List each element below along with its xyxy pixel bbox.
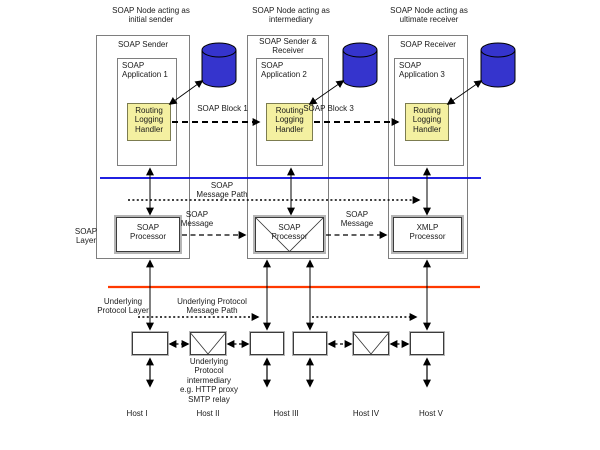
processor-host-arrows	[146, 259, 431, 331]
node3-processor-label: XMLP Processor	[409, 223, 446, 242]
host2-label: Host II	[196, 409, 220, 418]
node1-application-box	[117, 58, 177, 166]
node2-processor-label: SOAP Processor	[271, 223, 308, 242]
underlying-message-path-label: Underlying Protocol Message Path	[177, 297, 247, 316]
database-cylinder-2	[342, 42, 378, 88]
underlying-protocol-layer-label: Underlying Protocol Layer	[97, 297, 149, 316]
node3-container	[388, 35, 468, 259]
node1-processor-label: SOAP Processor	[129, 223, 166, 242]
soap-message-path-label: SOAP Message Path	[196, 181, 248, 200]
host5-label: Host V	[418, 409, 443, 418]
node1-processor-box	[116, 217, 180, 252]
host3-protocol-box-a	[250, 332, 284, 355]
node1-handler-label: Routing Logging Handler	[134, 106, 164, 134]
node1-handler-box	[127, 103, 171, 141]
node3-processor-box	[393, 217, 462, 252]
host4-label: Host IV	[352, 409, 380, 418]
soap-layer-label: SOAP Layer	[74, 227, 98, 246]
node3-application-box	[394, 58, 464, 166]
node-header-intermediary: SOAP Node acting as intermediary	[252, 6, 330, 25]
node-header-ultimate-receiver: SOAP Node acting as ultimate receiver	[390, 6, 468, 25]
node3-handler-box	[405, 103, 449, 141]
soap-message-label-2: SOAP Message	[340, 210, 374, 229]
node3-handler-label: Routing Logging Handler	[412, 106, 442, 134]
host3-label: Host III	[273, 409, 299, 418]
intermediary-note: Underlying Protocol intermediary e.g. HT…	[179, 357, 239, 404]
host4-intermediary-envelope-box	[353, 332, 389, 355]
host1-protocol-box	[132, 332, 168, 355]
node-header-initial-sender: SOAP Node acting as initial sender	[112, 6, 190, 25]
database-cylinder-3	[480, 42, 516, 88]
node2-application-label: SOAP Application 2	[261, 61, 307, 80]
soap-message-label-1: SOAP Message	[180, 210, 214, 229]
host3-protocol-box-b	[293, 332, 327, 355]
node1-role-label: SOAP Sender	[117, 40, 169, 49]
soap-block-1-label: SOAP Block 1	[197, 104, 248, 113]
host1-label: Host I	[126, 409, 148, 418]
node1-application-label: SOAP Application 1	[122, 61, 168, 80]
node2-handler-box	[266, 103, 313, 141]
node2-role-label: SOAP Sender & Receiver	[259, 37, 317, 56]
node3-application-label: SOAP Application 3	[399, 61, 445, 80]
node3-role-label: SOAP Receiver	[400, 40, 456, 49]
database-cylinder-1	[201, 42, 237, 88]
host2-intermediary-envelope-box	[190, 332, 226, 355]
node1-container	[96, 35, 190, 259]
node2-application-box	[256, 58, 323, 166]
soap-block-3-label: SOAP Block 3	[303, 104, 354, 113]
host5-protocol-box	[410, 332, 444, 355]
node2-container	[247, 35, 329, 259]
node2-handler-label: Routing Logging Handler	[275, 106, 304, 134]
